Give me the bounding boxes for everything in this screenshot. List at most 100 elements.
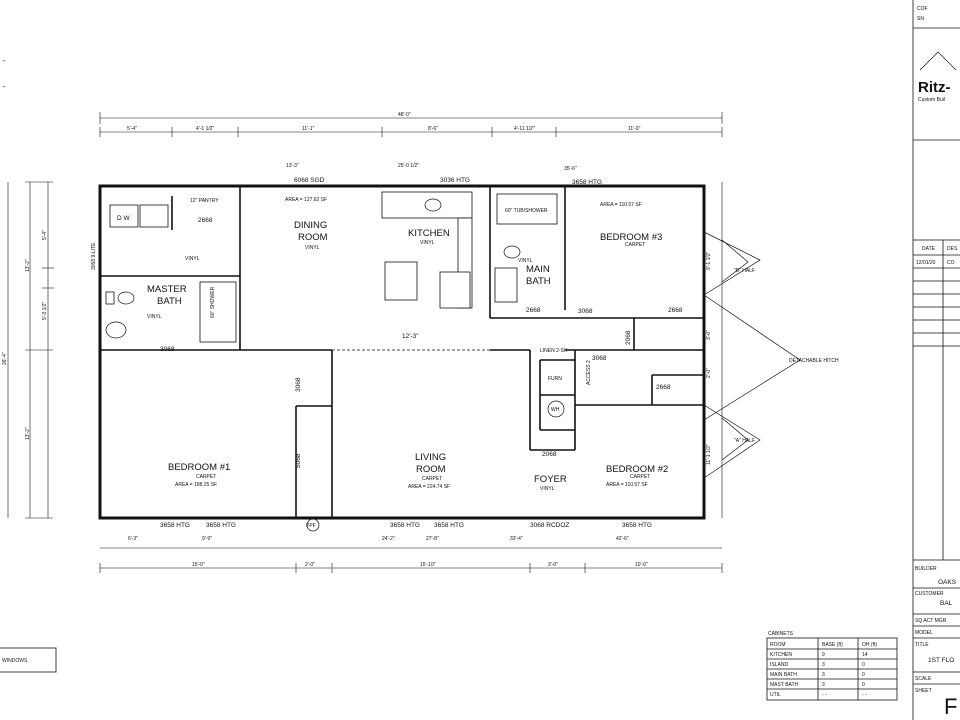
dim-top-2: 4'-1 1/2" [196, 126, 215, 132]
window-b2: 3658 HTG [206, 522, 236, 529]
door-2068-linen: 2068 [625, 330, 632, 345]
arrow-2: → [0, 83, 7, 90]
bedroom-3-name: BEDROOM #3 [600, 232, 662, 243]
washer-dryer-label: D W [117, 215, 131, 222]
kitchen-floor: VINYL [420, 240, 435, 246]
brand-sub: Custom Buil [918, 97, 945, 103]
cab-r5-room: UTIL [770, 692, 781, 698]
dim-bottom-2: 2'-0" [305, 562, 315, 568]
cab-r1-base: 9 [822, 652, 825, 658]
door-2668-bath: 2668 [526, 307, 541, 314]
arrow-1: → [0, 57, 7, 64]
tb-title-lbl: TITLE [915, 642, 929, 648]
dim-bsub-3: 24'-2" [382, 536, 395, 542]
cab-r1-room: KITCHEN [770, 652, 792, 658]
cab-r2-oh: 0 [862, 662, 865, 668]
dim-bsub-5: 33'-4" [510, 536, 523, 542]
tb-date-val: 12/01/20 [916, 260, 936, 266]
dining-room-name-2: ROOM [298, 232, 328, 243]
dim-left-3: 5'-3 1/2" [42, 301, 48, 320]
room-labels: MASTER BATH VINYL VINYL DINING ROOM VINY… [147, 197, 668, 492]
dim-top-5: 4'-11 1/2" [514, 126, 535, 132]
tb-sales-lbl: SQ ACT MGR [915, 618, 947, 624]
bedroom-2-area: AREA = 110.57 SF [606, 482, 648, 488]
dim-right-2: 3'-0" [706, 330, 712, 340]
dining-room-area: AREA = 127.62 SF [285, 197, 327, 203]
dim-right-3: 2'-0" [706, 368, 712, 378]
dim-overall-top: 48'-0" [398, 112, 411, 118]
kitchen-name: KITCHEN [408, 228, 450, 239]
exterior-walls [98, 184, 706, 520]
dim-left-4: 13'-2" [25, 427, 31, 440]
dim-left-overall: 26'-4" [2, 352, 8, 365]
cabinets-table: CABINETS ROOM BASE (ft) OH (ft) KITCHEN … [766, 631, 898, 701]
dim-top-1: 5'-4" [127, 126, 137, 132]
dim-sub-1: 13'-3" [286, 163, 299, 169]
linen-label: LINEN 2-SH [540, 348, 568, 354]
door-2668-laundry: 2668 [198, 217, 213, 224]
door-3068-bed3: 3068 [578, 308, 593, 315]
interior-walls [100, 186, 704, 518]
dim-right-4: 11'-1 1/2" [706, 444, 712, 465]
foyer-name: FOYER [534, 474, 567, 485]
dim-right-1: 9'-1 1/2" [706, 251, 712, 270]
door-2068-coat: 2068 [542, 451, 557, 458]
cab-r4-room: MAST BATH [770, 682, 799, 688]
living-room-floor: CARPET [422, 476, 442, 482]
pantry-label: 12" PANTRY [190, 198, 219, 204]
bedroom-1-area: AREA = 188.25 SF [175, 482, 217, 488]
cab-hdr-room: ROOM [770, 642, 786, 648]
window-top-1: 3036 HTG [440, 177, 470, 184]
cab-r5-oh: - - [862, 692, 867, 698]
cab-r1-oh: 14 [862, 652, 868, 658]
tb-sn: SN [917, 16, 924, 22]
main-bath-floor: VINYL [518, 258, 533, 264]
foyer-floor: VINYL [540, 486, 555, 492]
bedroom-1-floor: CARPET [196, 474, 216, 480]
window-top-2: 3658 HTG [572, 179, 602, 186]
tb-customer-lbl: CUSTOMER [915, 591, 944, 597]
tb-title-val: 1ST FLO [928, 657, 954, 664]
dim-top-3: 11'-1" [302, 126, 315, 132]
dim-left-1: 5'-4" [42, 230, 48, 240]
door-2668-closet3: 2668 [668, 307, 683, 314]
dim-bsub-4: 27'-8" [426, 536, 439, 542]
dim-top-6: 11'-0" [628, 126, 641, 132]
bedroom-3-area: AREA = 110.57 SF [600, 202, 642, 208]
ppf-label: PPF [306, 523, 316, 529]
tb-sheet-val: F [944, 694, 957, 719]
ptd-label: 3058 9-LITE [91, 242, 97, 270]
cab-r4-base: 3 [822, 682, 825, 688]
dim-bottom-5: 10'-0" [635, 562, 648, 568]
tb-builder-lbl: BUILDER [915, 566, 937, 572]
shower-label: 60" SHOWER [210, 286, 216, 318]
door-2668-closet2: 2668 [656, 384, 671, 391]
dining-room-name: DINING [294, 220, 327, 231]
laundry-floor: VINYL [185, 256, 200, 262]
master-bath-floor: VINYL [147, 314, 162, 320]
dim-bottom-3: 15'-10" [420, 562, 436, 568]
living-room-name: LIVING [415, 452, 446, 463]
cab-r4-oh: 0 [862, 682, 865, 688]
bedroom-1-name: BEDROOM #1 [168, 462, 230, 473]
dimension-lines: 48'-0" 5'-4" 4'-1 1/2" 11'-1" 8'-6" 4'-1… [2, 112, 723, 573]
bedroom-2-name: BEDROOM #2 [606, 464, 668, 475]
tb-cof: COF [917, 6, 928, 12]
master-bath-name-2: BATH [157, 296, 182, 307]
door-3068-master: 3068 [160, 346, 175, 353]
dining-room-floor: VINYL [305, 245, 320, 251]
opening-labels: 2668 12" PANTRY 6068 SGD 3036 HTG 3658 H… [91, 177, 683, 532]
dim-sub-3: 35'-6" [564, 166, 577, 172]
cab-r3-room: MAIN BATH [770, 672, 797, 678]
bedroom-3-floor: CARPET [625, 242, 645, 248]
cab-r3-base: 3 [822, 672, 825, 678]
door-3068-bed1: 3068 [295, 377, 302, 392]
wh-access-label: ACCESS 2 [586, 360, 592, 385]
living-room-name-2: ROOM [416, 464, 446, 475]
window-b4: 3658 HTG [434, 522, 464, 529]
tb-builder-val: OAKS [938, 579, 957, 586]
dim-bottom-1: 15'-0" [192, 562, 205, 568]
cab-hdr-oh: OH (ft) [862, 642, 877, 648]
door-5068-closet1: 5068 [295, 453, 302, 468]
